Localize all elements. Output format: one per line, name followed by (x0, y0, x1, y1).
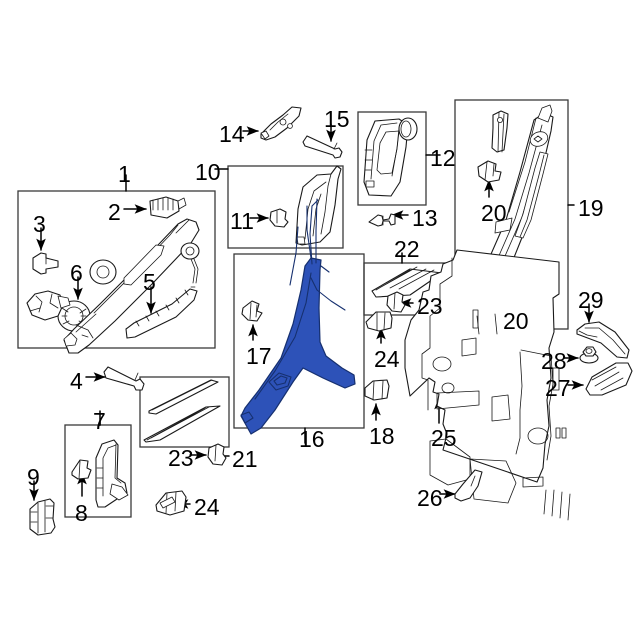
callout-7[interactable]: 7 (93, 408, 106, 434)
group-quarter-trim-parts (269, 165, 342, 246)
callout-18[interactable]: 18 (369, 423, 395, 449)
b-pillar-trim-highlighted (240, 198, 356, 435)
callout-11[interactable]: 11 (230, 208, 254, 234)
callout-29[interactable]: 29 (578, 287, 604, 313)
bracket-round (26, 290, 71, 321)
trim-29 (576, 321, 630, 359)
callout-9[interactable]: 9 (27, 464, 40, 490)
a-pillar-trim-body (63, 218, 200, 354)
screw-15 (302, 135, 343, 159)
nut-28 (579, 346, 599, 364)
callout-6[interactable]: 6 (70, 260, 83, 286)
group-box-quarter-trim (227, 165, 344, 249)
group-box-rear-trim (357, 111, 427, 206)
callout-27[interactable]: 27 (545, 375, 571, 401)
hook-latch (180, 242, 200, 288)
group-rear-trim-parts (363, 117, 418, 197)
clip-23-right (386, 291, 406, 313)
group-sill-plate-parts (371, 266, 443, 313)
group-a-pillar-parts (26, 196, 200, 354)
rear-trim-panel (363, 118, 409, 197)
bolt-13 (368, 213, 396, 227)
callout-14[interactable]: 14 (219, 121, 245, 147)
callout-5[interactable]: 5 (143, 269, 156, 295)
callout-21[interactable]: 21 (232, 446, 258, 472)
bolt-4 (103, 366, 145, 391)
clip-23-left (207, 443, 227, 466)
callout-4[interactable]: 4 (70, 368, 83, 394)
callout-22[interactable]: 22 (394, 236, 420, 262)
callout-2[interactable]: 2 (108, 199, 121, 225)
clip-8 (71, 459, 92, 480)
panel-9 (29, 498, 56, 536)
callout-23-right[interactable]: 23 (417, 293, 443, 319)
callout-8[interactable]: 8 (75, 500, 88, 526)
sill-plate-22 (371, 266, 443, 298)
callout-24-lower[interactable]: 24 (194, 494, 220, 520)
clip-11 (269, 208, 289, 228)
callout-10[interactable]: 10 (195, 159, 221, 185)
callout-3[interactable]: 3 (33, 211, 46, 237)
group-box-cowl-trim (64, 424, 132, 518)
clip-20-upper (477, 160, 502, 183)
callout-26[interactable]: 26 (417, 485, 443, 511)
trim-5 (125, 288, 198, 339)
group-box-b-pillar-highlight (233, 253, 365, 429)
grommet-small (89, 259, 117, 285)
callout-1[interactable]: 1 (118, 161, 131, 187)
callout-12[interactable]: 12 (430, 145, 456, 171)
callout-23-left[interactable]: 23 (168, 445, 194, 471)
quarter-trim-panel (295, 165, 342, 246)
callout-20-upper[interactable]: 20 (481, 200, 507, 226)
sill-plate-21b (143, 405, 221, 443)
group-cowl-trim-parts (71, 439, 129, 508)
callout-15[interactable]: 15 (324, 106, 350, 132)
group-sill-left-parts (143, 379, 227, 466)
callout-13[interactable]: 13 (412, 205, 438, 231)
clip-2 (149, 196, 187, 219)
callout-17[interactable]: 17 (246, 343, 272, 369)
cover-27 (585, 362, 633, 396)
clip-17 (241, 300, 263, 322)
bracket-14 (260, 106, 302, 141)
sill-plate-21a (148, 379, 219, 415)
back-panel-25 (404, 249, 571, 521)
callout-19[interactable]: 19 (578, 195, 604, 221)
pin-26 (454, 469, 483, 502)
callout-25[interactable]: 25 (431, 425, 457, 451)
grommet-12b (398, 117, 418, 141)
screw-3 (32, 252, 59, 275)
clip-24-lower (155, 490, 187, 516)
cowl-trim-7 (95, 439, 129, 508)
callout-28[interactable]: 28 (541, 348, 567, 374)
group-box-sill-left (139, 376, 230, 448)
cover-18 (364, 379, 390, 401)
clip-24-upper (365, 311, 393, 332)
group-box-a-pillar-trim (17, 190, 216, 349)
callout-16[interactable]: 16 (299, 426, 325, 452)
clip-19a (491, 110, 509, 153)
callout-20-lower[interactable]: 20 (503, 308, 529, 334)
callout-24-upper[interactable]: 24 (374, 346, 400, 372)
